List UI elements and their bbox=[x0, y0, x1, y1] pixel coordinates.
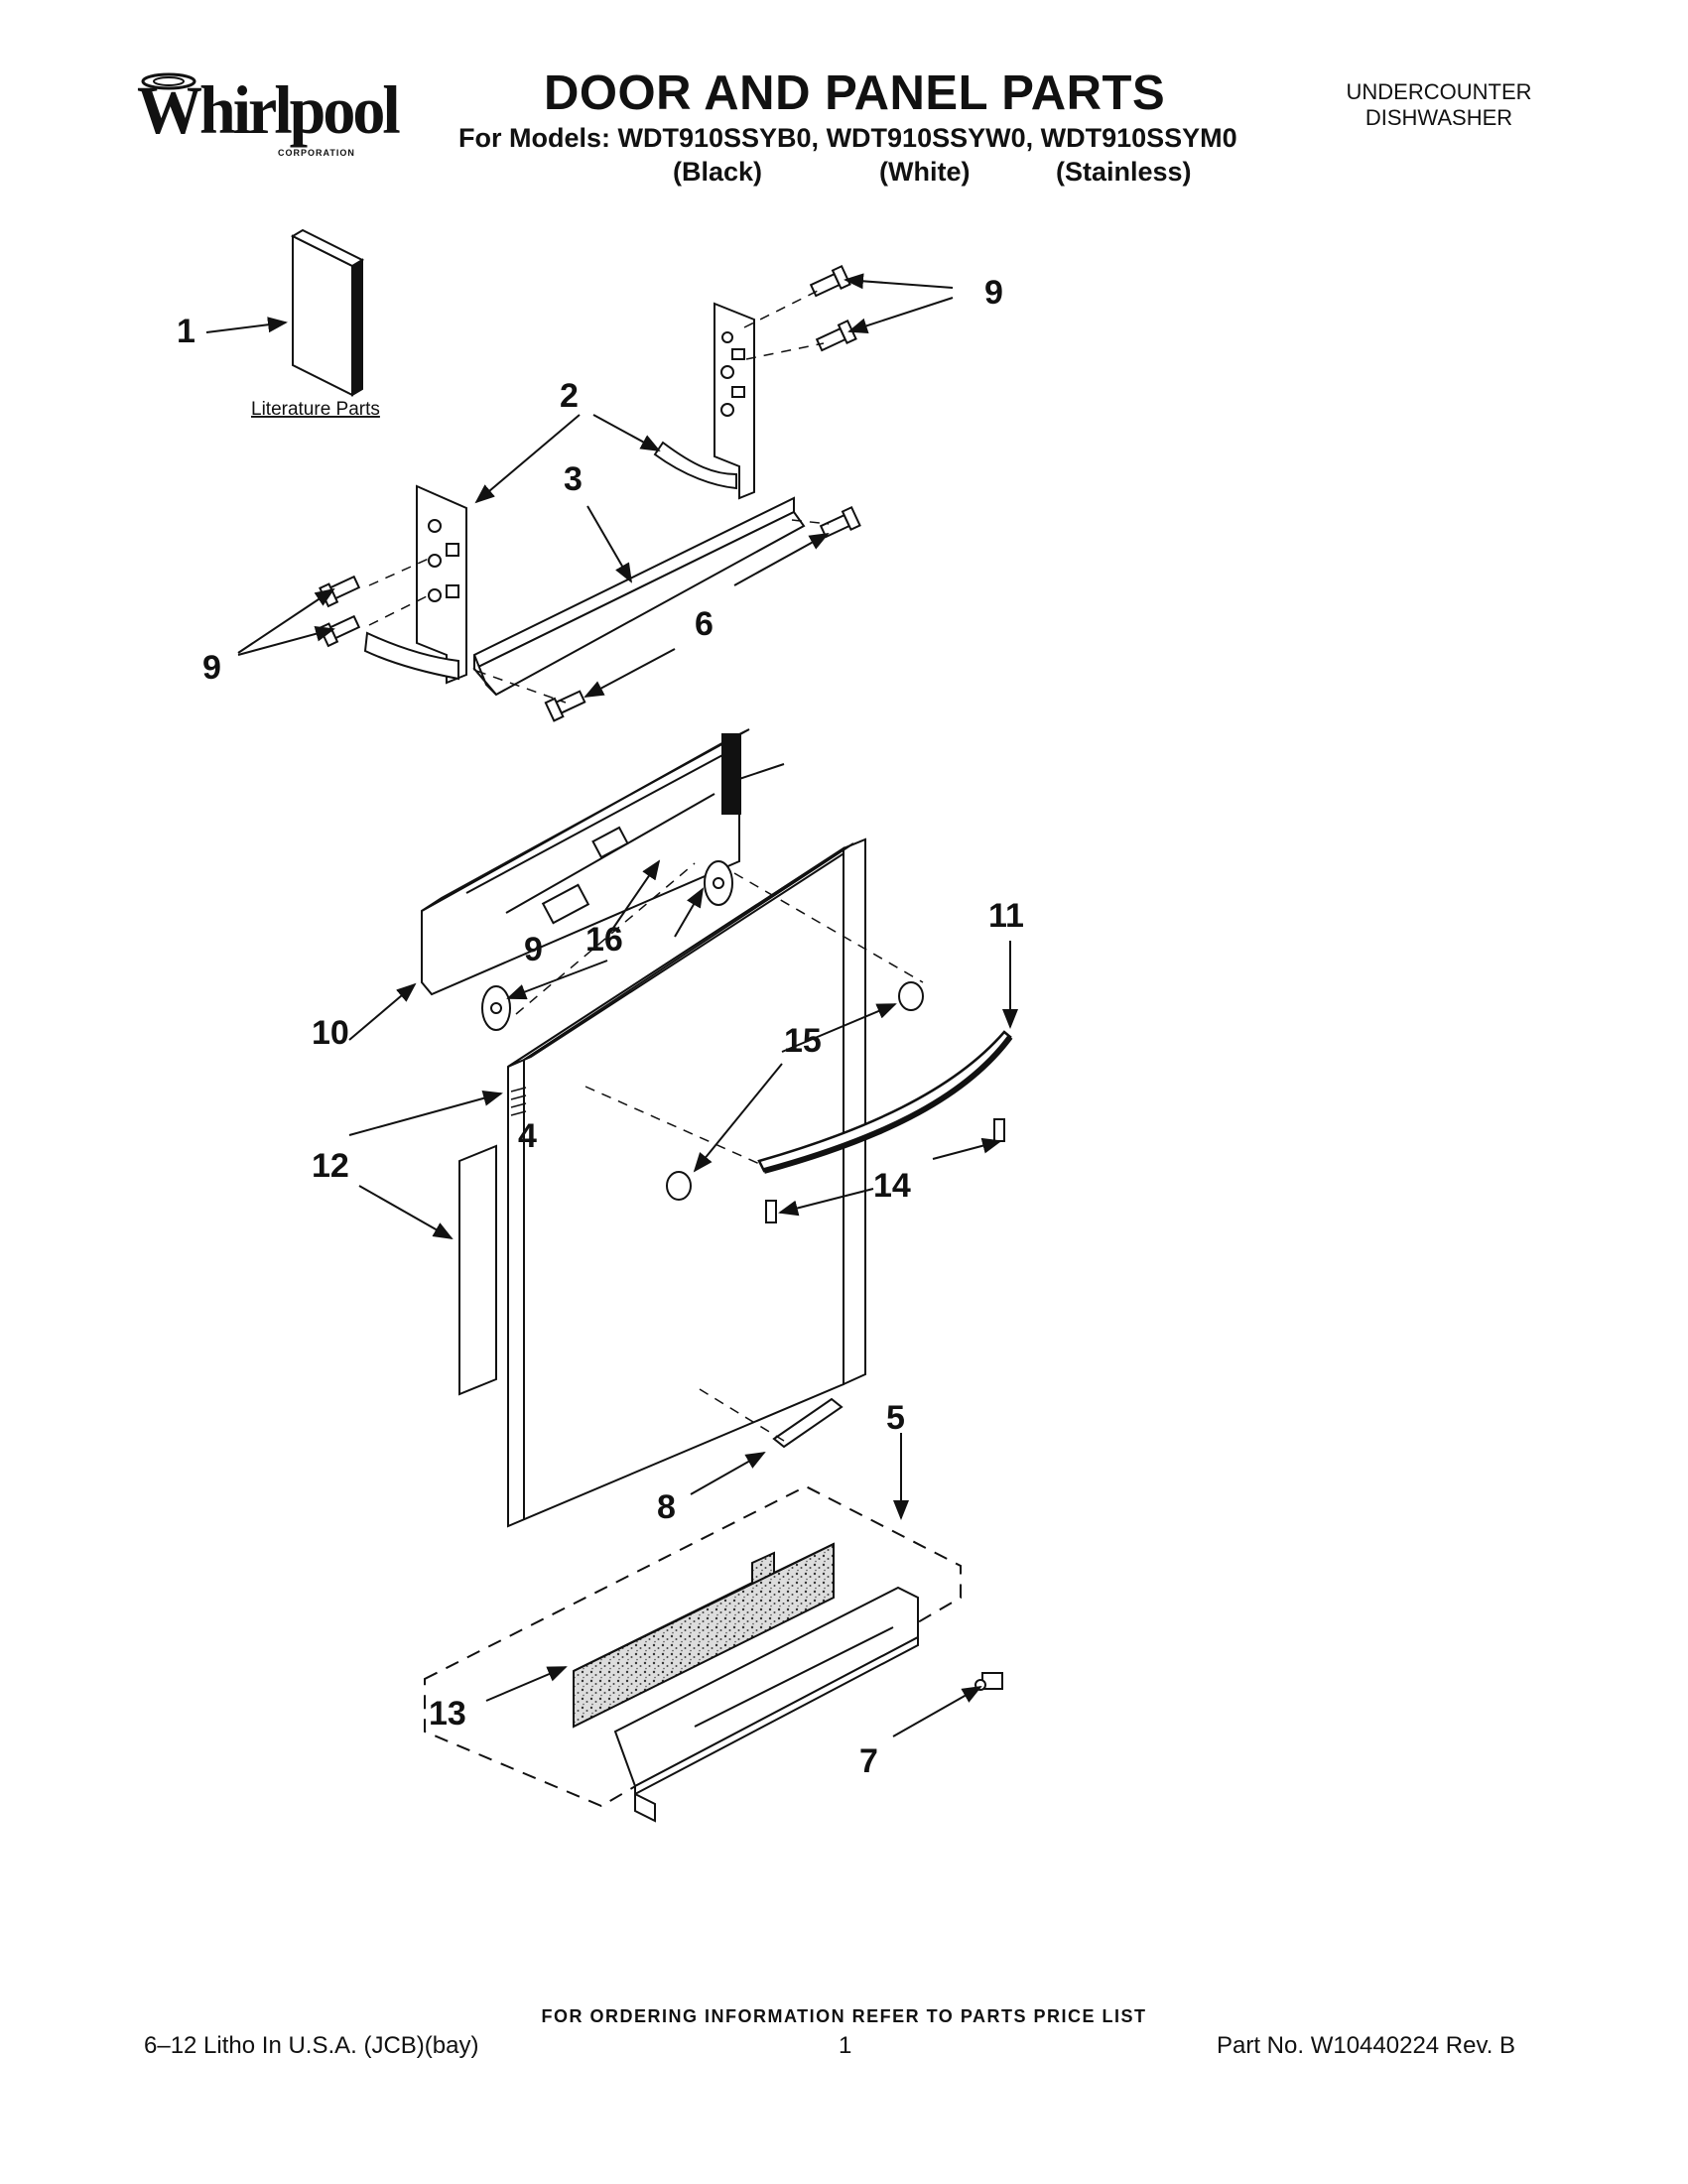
logo-subtext: CORPORATION bbox=[278, 148, 355, 158]
callout-7: 7 bbox=[859, 1742, 878, 1780]
callout-1: 1 bbox=[177, 313, 195, 350]
callout-3: 3 bbox=[564, 460, 583, 498]
callout-4: 4 bbox=[518, 1117, 537, 1155]
toe-panel bbox=[613, 1586, 919, 1823]
callout-8: 8 bbox=[657, 1488, 676, 1526]
logo-wordmark: Whirlpool bbox=[137, 72, 401, 149]
callout-2: 2 bbox=[560, 377, 579, 415]
page-number: 1 bbox=[839, 2032, 852, 2059]
variant-black: (Black) bbox=[673, 157, 763, 187]
callout-16: 16 bbox=[585, 921, 623, 959]
literature-parts-label: Literature Parts bbox=[251, 399, 380, 420]
litho-note: 6–12 Litho In U.S.A. (JCB)(bay) bbox=[144, 2032, 479, 2059]
variant-white: (White) bbox=[879, 157, 971, 187]
callout-9-top: 9 bbox=[984, 274, 1003, 312]
part-number: Part No. W10440224 Rev. B bbox=[1217, 2032, 1516, 2059]
models-line: For Models: WDT910SSYB0, WDT910SSYW0, WD… bbox=[458, 123, 1237, 153]
callout-15: 15 bbox=[784, 1022, 822, 1060]
product-type: UNDERCOUNTER DISHWASHER bbox=[1280, 79, 1598, 131]
bumper-icon bbox=[481, 860, 924, 1201]
callout-13: 13 bbox=[429, 1695, 466, 1733]
callout-12: 12 bbox=[312, 1147, 349, 1185]
mounting-channel bbox=[472, 496, 806, 697]
callout-14: 14 bbox=[873, 1167, 911, 1205]
callout-9-left: 9 bbox=[202, 649, 221, 687]
whirlpool-logo: Whirlpool CORPORATION bbox=[129, 65, 401, 165]
bracket-left bbox=[363, 484, 467, 685]
control-console bbox=[421, 728, 785, 996]
product-type-line-2: DISHWASHER bbox=[1364, 105, 1513, 130]
page-title: DOOR AND PANEL PARTS bbox=[544, 66, 1166, 120]
callout-5: 5 bbox=[886, 1399, 905, 1437]
screw-icon bbox=[319, 265, 861, 871]
insulation-sheet bbox=[458, 1144, 497, 1396]
badge-nameplate bbox=[772, 1397, 844, 1449]
callout-10: 10 bbox=[312, 1014, 349, 1052]
ordering-note: FOR ORDERING INFORMATION REFER TO PARTS … bbox=[541, 2006, 1147, 2026]
logo-swirl-icon bbox=[141, 72, 196, 90]
callout-9-center: 9 bbox=[524, 931, 543, 968]
bracket-upper-right bbox=[653, 302, 755, 500]
product-type-line-1: UNDERCOUNTER bbox=[1346, 79, 1532, 104]
literature-book bbox=[290, 228, 365, 397]
kit-box-outline bbox=[424, 1484, 962, 1808]
callout-6: 6 bbox=[695, 605, 714, 643]
callout-leader bbox=[205, 317, 288, 333]
variant-stainless: (Stainless) bbox=[1056, 157, 1192, 187]
callout-11: 11 bbox=[988, 897, 1024, 935]
